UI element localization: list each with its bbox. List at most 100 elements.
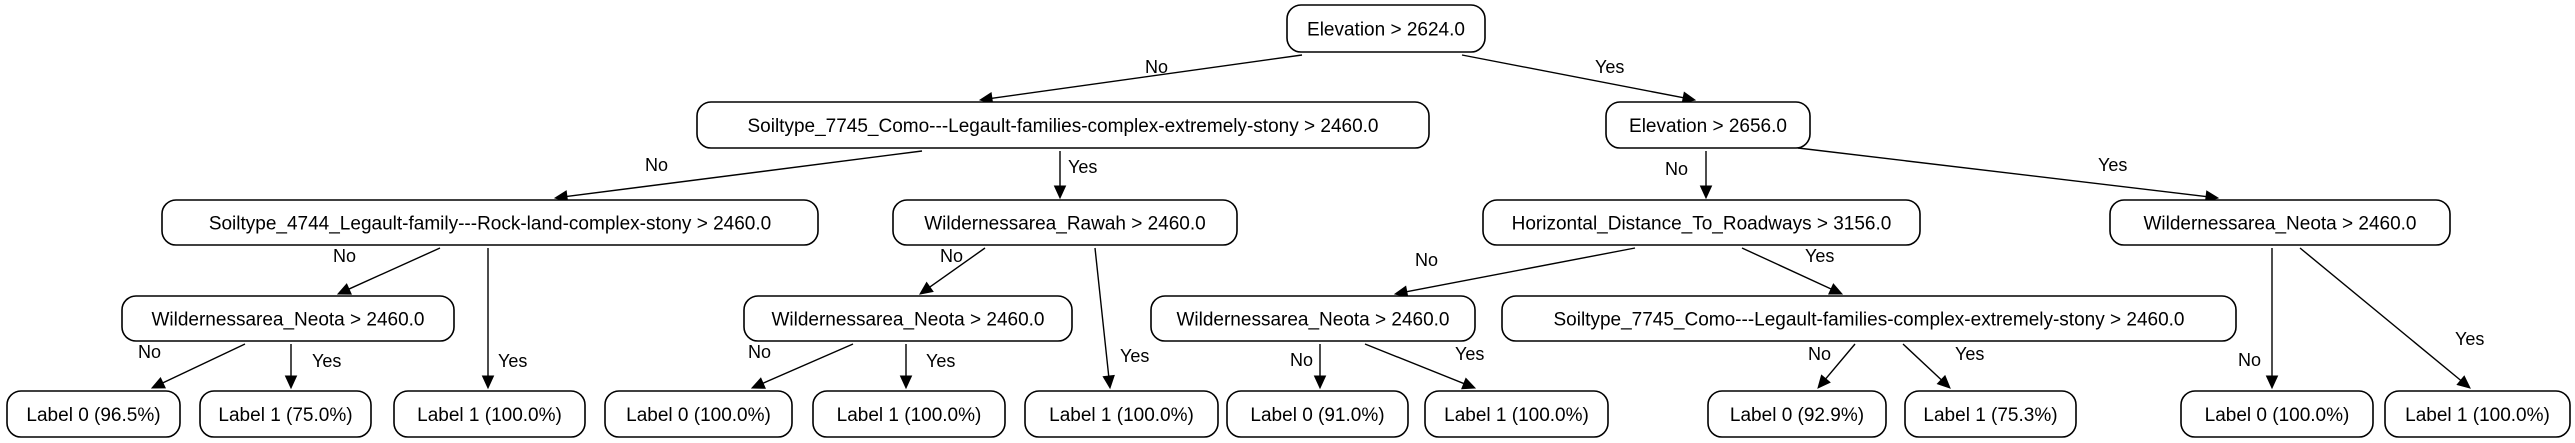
tree-edge-n3-n7: No bbox=[333, 246, 441, 295]
node-box bbox=[161, 199, 819, 246]
decision-node: Elevation > 2624.0 bbox=[1286, 4, 1486, 53]
arrowhead-icon bbox=[750, 377, 766, 389]
tree-edge-n0-n1: No bbox=[978, 54, 1303, 105]
leaf-node: Label 0 (96.5%) bbox=[6, 390, 181, 438]
edge-label: No bbox=[645, 155, 668, 175]
node-box bbox=[1424, 390, 1609, 438]
arrowhead-icon bbox=[1817, 374, 1831, 389]
node-label: Label 1 (100.0%) bbox=[837, 405, 982, 426]
edge-label: No bbox=[333, 246, 356, 266]
leaf-node: Label 0 (100.0%) bbox=[2180, 390, 2374, 438]
decision-node: Wildernessarea_Neota > 2460.0 bbox=[121, 295, 455, 342]
node-label: Horizontal_Distance_To_Roadways > 3156.0 bbox=[1512, 214, 1892, 235]
node-box bbox=[1904, 390, 2077, 438]
decision-node: Soiltype_7745_Como---Legault-families-co… bbox=[1501, 295, 2237, 342]
edge-label: No bbox=[1290, 350, 1313, 370]
decision-node: Elevation > 2656.0 bbox=[1605, 101, 1811, 149]
arrowhead-icon bbox=[2456, 375, 2471, 389]
edge-label: Yes bbox=[926, 351, 955, 371]
node-box bbox=[892, 199, 1238, 246]
node-label: Label 0 (100.0%) bbox=[2205, 405, 2350, 426]
arrowhead-icon bbox=[1936, 374, 1951, 389]
edge-label: Yes bbox=[1120, 346, 1149, 366]
edge-label: Yes bbox=[2098, 155, 2127, 175]
edge-line bbox=[1406, 247, 1636, 293]
decision-node: Wildernessarea_Neota > 2460.0 bbox=[1150, 295, 1476, 342]
edge-line bbox=[2299, 247, 2462, 381]
edge-label: No bbox=[1808, 344, 1831, 364]
tree-edge-n12-n21: No bbox=[1808, 343, 1856, 389]
arrowhead-icon bbox=[284, 375, 298, 390]
arrowhead-icon bbox=[1699, 185, 1713, 200]
tree-edge-n1-n3: No bbox=[553, 150, 923, 203]
leaf-node: Label 1 (100.0%) bbox=[812, 390, 1006, 438]
decision-node: Soiltype_4744_Legault-family---Rock-land… bbox=[161, 199, 819, 246]
arrowhead-icon bbox=[481, 375, 495, 390]
edge-line bbox=[1797, 147, 2207, 198]
node-box bbox=[2384, 390, 2571, 438]
edge-label: Yes bbox=[498, 351, 527, 371]
arrowhead-icon bbox=[1828, 283, 1844, 295]
edge-line bbox=[991, 54, 1303, 100]
node-box bbox=[1707, 390, 1887, 438]
edge-line bbox=[1461, 54, 1684, 99]
tree-edge-n9-n17: No bbox=[748, 342, 854, 389]
node-box bbox=[1605, 101, 1811, 149]
edge-label: No bbox=[2238, 350, 2261, 370]
node-label: Label 1 (75.3%) bbox=[1923, 405, 2057, 426]
node-label: Soiltype_4744_Legault-family---Rock-land… bbox=[209, 214, 771, 235]
edge-label: Yes bbox=[1595, 57, 1624, 77]
node-label: Label 1 (75.0%) bbox=[218, 405, 352, 426]
tree-edge-n2-n6: Yes bbox=[1797, 147, 2220, 203]
edge-line bbox=[929, 247, 986, 288]
node-box bbox=[121, 295, 455, 342]
tree-edge-n1-n4: Yes bbox=[1053, 151, 1097, 200]
arrowhead-icon bbox=[1053, 185, 1067, 200]
edge-line bbox=[1364, 343, 1465, 385]
edge-line bbox=[348, 247, 441, 290]
leaf-node: Label 1 (100.0%) bbox=[1024, 390, 1219, 438]
leaf-node: Label 1 (75.3%) bbox=[1904, 390, 2077, 438]
edge-line bbox=[1741, 247, 1832, 290]
node-box bbox=[1150, 295, 1476, 342]
node-label: Label 0 (96.5%) bbox=[26, 405, 160, 426]
edge-label: No bbox=[138, 342, 161, 362]
edge-label: No bbox=[748, 342, 771, 362]
node-box bbox=[2109, 199, 2451, 246]
arrowhead-icon bbox=[336, 283, 352, 295]
node-label: Label 0 (91.0%) bbox=[1250, 405, 1384, 426]
edge-label: Yes bbox=[1455, 344, 1484, 364]
tree-edge-n6-n14: Yes bbox=[2299, 247, 2484, 389]
node-label: Label 1 (100.0%) bbox=[417, 405, 562, 426]
node-label: Label 1 (100.0%) bbox=[2405, 405, 2550, 426]
node-box bbox=[743, 295, 1073, 342]
tree-edge-n5-n12: Yes bbox=[1741, 246, 1844, 295]
edge-line bbox=[1825, 343, 1856, 380]
node-box bbox=[393, 390, 586, 438]
edge-label: Yes bbox=[1068, 157, 1097, 177]
tree-edge-n4-n10: Yes bbox=[1094, 247, 1149, 390]
node-box bbox=[1501, 295, 2237, 342]
edge-label: No bbox=[1145, 57, 1168, 77]
node-box bbox=[1482, 199, 1921, 246]
node-label: Soiltype_7745_Como---Legault-families-co… bbox=[1554, 310, 2185, 331]
arrowhead-icon bbox=[899, 375, 913, 390]
node-label: Label 0 (100.0%) bbox=[626, 405, 771, 426]
decision-node: Wildernessarea_Neota > 2460.0 bbox=[2109, 199, 2451, 246]
tree-edge-n3-n8: Yes bbox=[481, 248, 527, 390]
leaf-node: Label 1 (75.0%) bbox=[199, 390, 372, 438]
arrowhead-icon bbox=[1102, 374, 1115, 390]
tree-edge-n4-n9: No bbox=[919, 246, 986, 295]
node-label: Elevation > 2624.0 bbox=[1307, 20, 1465, 41]
tree-edge-n6-n13: No bbox=[2238, 248, 2279, 390]
tree-edge-n5-n11: No bbox=[1393, 247, 1636, 298]
decision-node: Wildernessarea_Neota > 2460.0 bbox=[743, 295, 1073, 342]
node-label: Wildernessarea_Rawah > 2460.0 bbox=[924, 214, 1205, 235]
edge-line bbox=[1094, 247, 1110, 377]
node-label: Label 0 (92.9%) bbox=[1730, 405, 1864, 426]
tree-edge-n9-n18: Yes bbox=[899, 344, 955, 390]
edge-line bbox=[162, 343, 246, 384]
edge-label: Yes bbox=[1805, 246, 1834, 266]
